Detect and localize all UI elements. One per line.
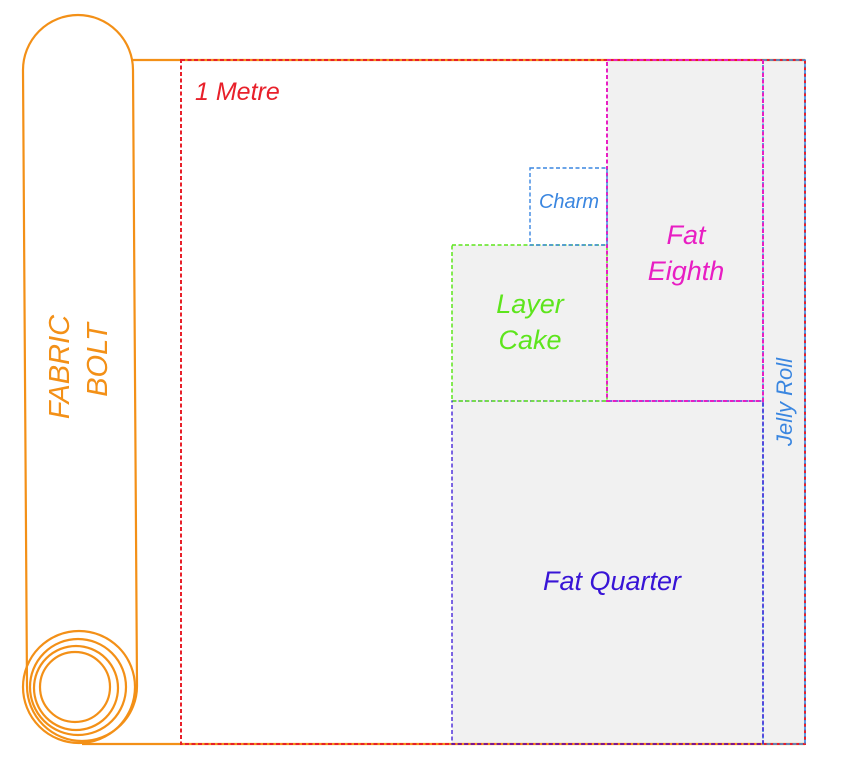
metre-label: 1 Metre — [195, 78, 280, 106]
layer-cake-label-line2: Cake — [498, 325, 561, 355]
fat-quarter-fill — [452, 401, 763, 744]
bolt-roll-outline — [21, 13, 139, 743]
fat-eighth-label-line2: Eighth — [648, 256, 725, 286]
bolt-end-ring-outer — [21, 629, 137, 745]
jelly-roll-label: Jelly Roll — [772, 357, 797, 447]
bolt-end-ring-3 — [38, 650, 112, 724]
jelly-roll-outline — [762, 59, 806, 745]
bolt-end-ring-1 — [28, 637, 128, 737]
fat-quarter-label: Fat Quarter — [543, 566, 682, 596]
jelly-roll-fill — [763, 60, 805, 744]
bolt-end-ring-2 — [32, 644, 120, 732]
fat-quarter-outline — [451, 400, 764, 745]
fabric-bolt-label-line1: FABRIC — [44, 314, 76, 419]
fat-eighth-label-line1: Fat — [666, 220, 707, 250]
charm-label: Charm — [539, 191, 599, 213]
charm-outline — [529, 167, 608, 246]
fabric-bolt-label-line2: BOLT — [82, 321, 114, 397]
layer-cake-label-line1: Layer — [496, 289, 565, 319]
fat-eighth-outline — [606, 59, 764, 402]
fat-eighth-fill — [607, 60, 763, 401]
layer-cake-fill — [452, 245, 607, 401]
